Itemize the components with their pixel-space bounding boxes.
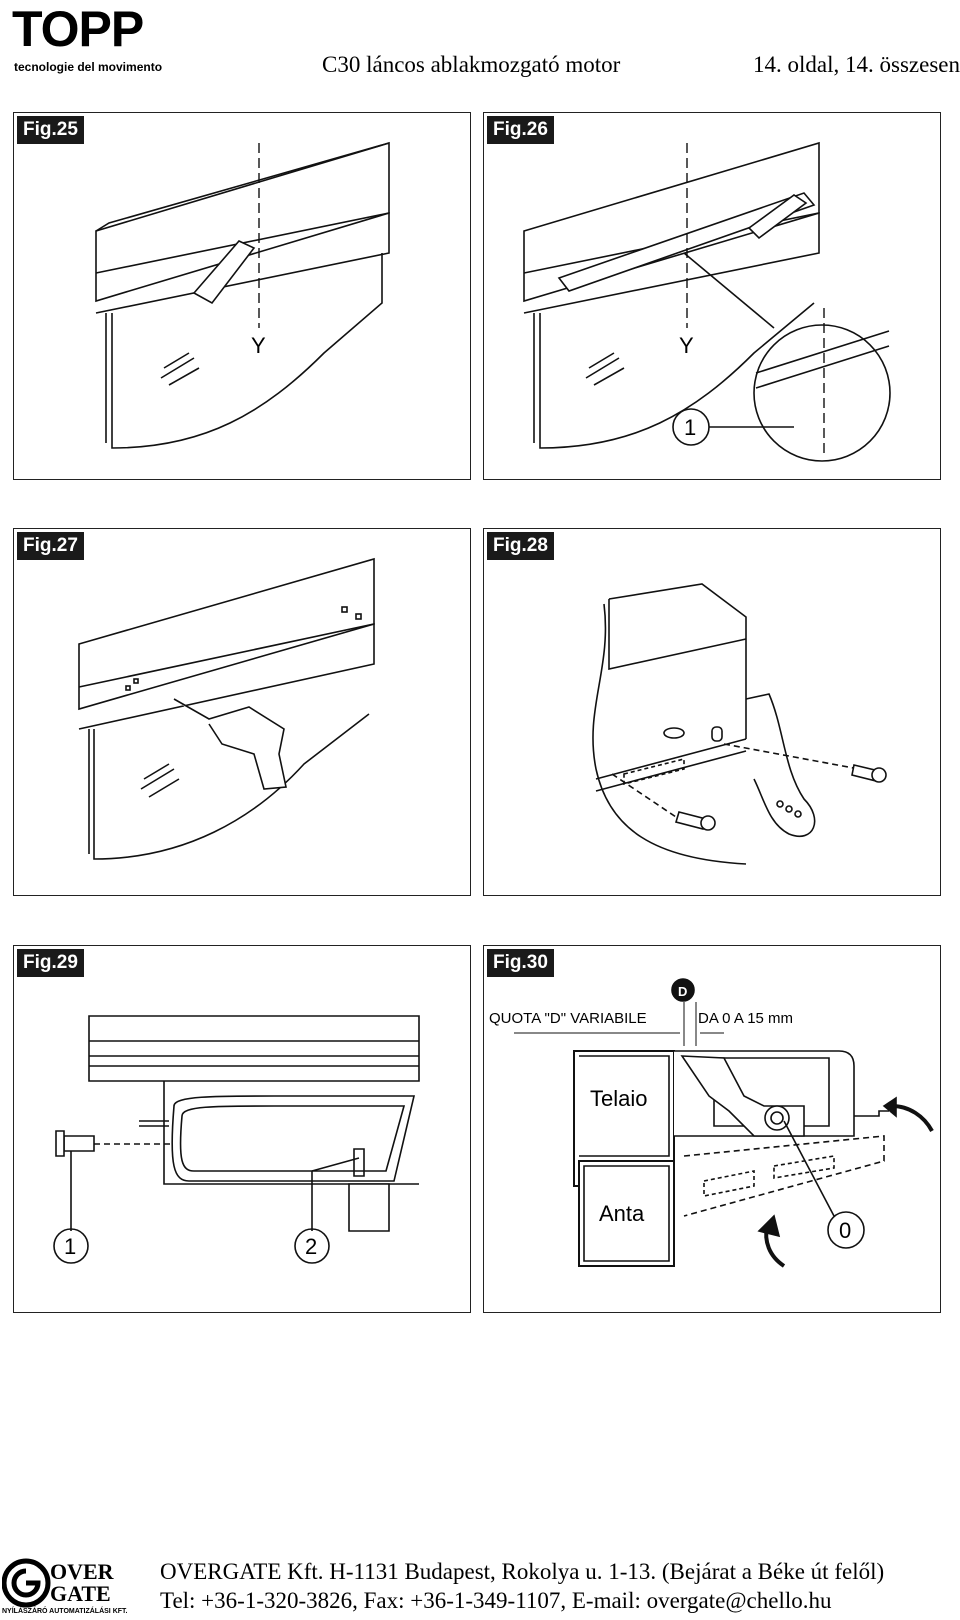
overgate-logo-sub: NYÍLÁSZÁRÓ AUTOMATIZÁLÁSI KFT. (2, 1606, 128, 1615)
figure-26-drawing: Y 1 (523, 141, 891, 462)
figure-29-callout-1: 1 (64, 1234, 76, 1259)
figure-25: Y Fig.25 (13, 112, 471, 480)
page-counter: 14. oldal, 14. összesen (753, 52, 960, 77)
figure-27: Fig.27 (13, 528, 471, 896)
figure-25-drawing: Y (95, 141, 390, 449)
figure-29-callout-2: 2 (305, 1234, 317, 1259)
figure-29: 1 2 Fig.29 (13, 945, 471, 1313)
figure-27-label: Fig.27 (17, 532, 84, 560)
topp-logo-tagline: tecnologie del movimento (14, 60, 163, 74)
overgate-logo-text-1: OVER (50, 1559, 115, 1584)
figure-30-callout-0: 0 (839, 1218, 851, 1243)
figure-28: Fig.28 (483, 528, 941, 896)
overgate-logo-text-2: GATE (50, 1581, 111, 1606)
footer-address: OVERGATE Kft. H-1131 Budapest, Rokolya u… (160, 1559, 885, 1584)
figure-29-label: Fig.29 (17, 949, 84, 977)
figure-26-callout-1: 1 (684, 415, 696, 440)
figure-30-anta-label: Anta (599, 1201, 645, 1226)
figure-30-label: Fig.30 (487, 949, 554, 977)
overgate-logo: OVER GATE NYÍLÁSZÁRÓ AUTOMATIZÁLÁSI KFT. (1, 1557, 136, 1615)
figure-30: D QUOTA "D" VARIABILE DA 0 A 15 mm Telai… (483, 945, 941, 1313)
figure-30-callout-d: D (678, 984, 687, 999)
figure-28-label: Fig.28 (487, 532, 554, 560)
document-title: C30 láncos ablakmozgató motor (322, 52, 621, 77)
figure-30-range-label: DA 0 A 15 mm (698, 1010, 793, 1027)
figure-30-quota-label: QUOTA "D" VARIABILE (489, 1010, 647, 1027)
figure-27-drawing (78, 557, 375, 860)
figure-26-callout-y: Y (679, 333, 694, 358)
footer-contact: Tel: +36-1-320-3826, Fax: +36-1-349-1107… (160, 1588, 832, 1613)
figure-30-drawing: D QUOTA "D" VARIABILE DA 0 A 15 mm Telai… (489, 978, 934, 1268)
figure-25-callout-y: Y (251, 333, 266, 358)
overgate-logo-drawing: OVER GATE NYÍLÁSZÁRÓ AUTOMATIZÁLÁSI KFT. (1, 1558, 128, 1615)
figure-28-drawing (592, 583, 887, 865)
topp-logo: TOPP tecnologie del movimento (12, 4, 192, 76)
figure-25-label: Fig.25 (17, 116, 84, 144)
figure-29-drawing: 1 2 (53, 1015, 420, 1264)
figure-26-label: Fig.26 (487, 116, 554, 144)
topp-logo-text: TOPP (12, 1, 144, 57)
figure-30-telaio-label: Telaio (590, 1086, 647, 1111)
figure-26: Y 1 Fig.26 (483, 112, 941, 480)
